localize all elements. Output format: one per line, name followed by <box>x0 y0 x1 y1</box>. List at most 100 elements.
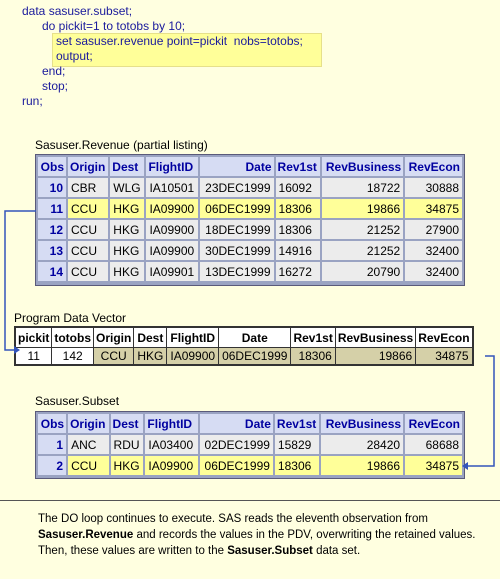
table-cell: 2 <box>38 456 67 475</box>
column-header: RevBusiness <box>321 414 404 433</box>
pdv-value: 18306 <box>290 347 336 365</box>
pdv-header: RevBusiness <box>334 327 417 348</box>
table-cell: 15829 <box>274 435 320 454</box>
column-header: Rev1st <box>275 157 320 176</box>
table-cell: 28420 <box>321 435 404 454</box>
table-cell: 18722 <box>321 178 404 197</box>
pdv-header: FlightID <box>166 327 220 348</box>
table-cell: 20790 <box>321 262 404 281</box>
table-cell: HKG <box>110 199 145 218</box>
table-cell: 18DEC1999 <box>200 220 274 239</box>
table-cell: 19866 <box>321 199 404 218</box>
subset-caption: Sasuser.Subset <box>35 394 120 408</box>
pdv-header: Dest <box>133 327 168 348</box>
pdv-caption: Program Data Vector <box>14 311 127 325</box>
table-cell: IA10501 <box>146 178 199 197</box>
table-cell: 16092 <box>275 178 320 197</box>
table-cell: HKG <box>110 241 145 260</box>
table-cell: CCU <box>68 241 109 260</box>
table-cell: CCU <box>68 220 109 239</box>
table-cell: 06DEC1999 <box>199 456 273 475</box>
pdv-value: 06DEC1999 <box>218 347 292 365</box>
table-cell: 14916 <box>275 241 320 260</box>
pdv-value: 19866 <box>334 347 417 365</box>
code-line: output; <box>56 49 93 63</box>
column-header: FlightID <box>145 414 198 433</box>
table-cell: 11 <box>38 199 66 218</box>
column-header: FlightID <box>146 157 199 176</box>
table-cell: 32400 <box>405 241 462 260</box>
pdv-header: RevEcon <box>415 327 473 348</box>
code-line: data sasuser.subset; <box>22 4 133 18</box>
arrow-revenue-to-pdv <box>4 210 36 351</box>
column-header: Date <box>199 414 273 433</box>
code-line: set sasuser.revenue point=pickit nobs=to… <box>56 34 303 48</box>
code-line: stop; <box>42 79 69 93</box>
table-cell: CBR <box>68 178 109 197</box>
column-header: Dest <box>110 157 145 176</box>
column-header: Origin <box>68 157 109 176</box>
code-line: do pickit=1 to totobs by 10; <box>42 19 186 33</box>
table-cell: 18306 <box>275 199 320 218</box>
table-cell: IA03400 <box>145 435 198 454</box>
table-cell: 14 <box>38 262 66 281</box>
column-header: Obs <box>38 157 66 176</box>
table-cell: 19866 <box>321 456 404 475</box>
table-cell: CCU <box>68 456 109 475</box>
table-cell: CCU <box>68 199 109 218</box>
table-cell: 10 <box>38 178 66 197</box>
table-cell: 13 <box>38 241 66 260</box>
table-cell: IA09900 <box>145 456 198 475</box>
table-cell: 68688 <box>405 435 462 454</box>
table-cell: IA09900 <box>146 241 199 260</box>
arrow-head-pdv <box>14 346 20 354</box>
table-cell: 13DEC1999 <box>200 262 274 281</box>
table-cell: CCU <box>68 262 109 281</box>
table-cell: WLG <box>110 178 145 197</box>
table-cell: IA09900 <box>146 199 199 218</box>
revenue-caption: Sasuser.Revenue (partial listing) <box>35 138 208 152</box>
column-header: RevEcon <box>405 414 462 433</box>
table-cell: 16272 <box>275 262 320 281</box>
pdv-value: 11 <box>14 347 53 365</box>
pdv-value: HKG <box>133 347 168 365</box>
column-header: Obs <box>38 414 67 433</box>
table-cell: IA09901 <box>146 262 199 281</box>
arrow-pdv-to-subset <box>468 355 495 467</box>
table-cell: 21252 <box>321 220 404 239</box>
code-line: run; <box>22 94 43 108</box>
highlighted-set-statement <box>52 33 322 67</box>
pdv-value: 34875 <box>415 347 473 365</box>
table-cell: 23DEC1999 <box>200 178 274 197</box>
table-cell: IA09900 <box>146 220 199 239</box>
table-cell: 12 <box>38 220 66 239</box>
column-header: Origin <box>68 414 109 433</box>
column-header: Dest <box>110 414 144 433</box>
code-line: end; <box>42 64 66 78</box>
column-header: Date <box>200 157 274 176</box>
table-cell: 30DEC1999 <box>200 241 274 260</box>
column-header: RevBusiness <box>321 157 404 176</box>
table-cell: 30888 <box>405 178 462 197</box>
table-cell: 02DEC1999 <box>199 435 273 454</box>
column-header: RevEcon <box>405 157 462 176</box>
table-cell: ANC <box>68 435 109 454</box>
pdv-value: IA09900 <box>166 347 220 365</box>
table-cell: RDU <box>110 435 144 454</box>
table-cell: 1 <box>38 435 67 454</box>
table-cell: 18306 <box>275 220 320 239</box>
table-cell: HKG <box>110 262 145 281</box>
table-cell: HKG <box>110 220 145 239</box>
